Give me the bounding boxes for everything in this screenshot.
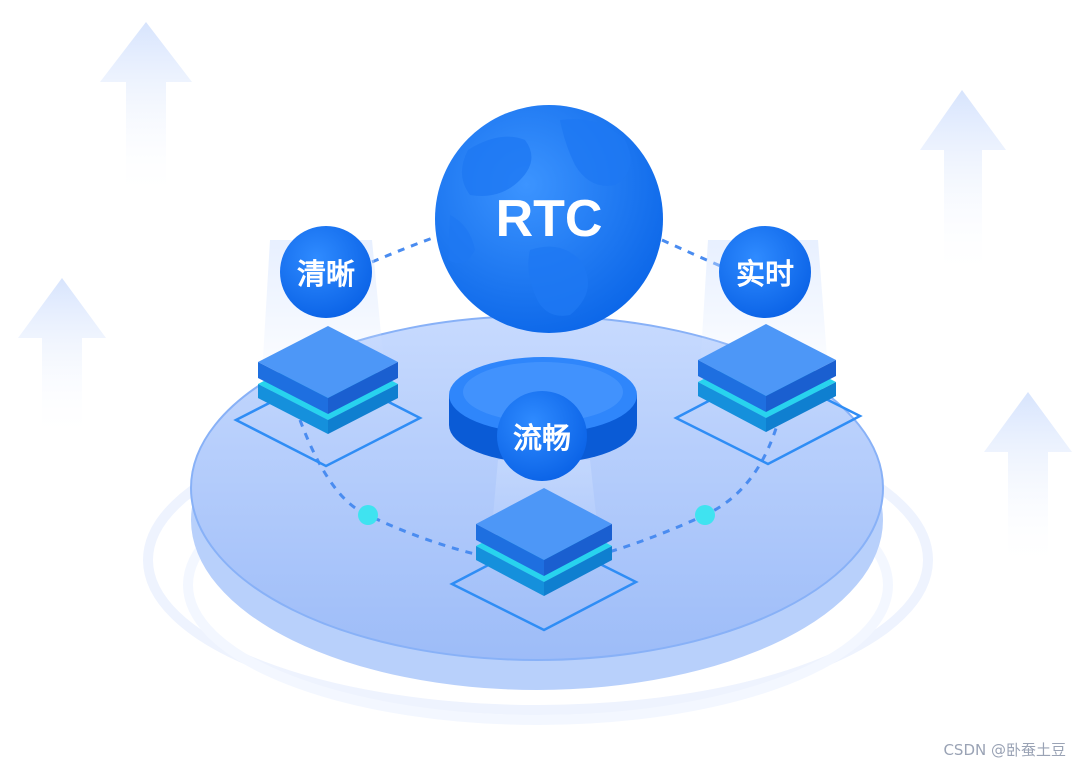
feature-bubble-right [719, 226, 811, 318]
up-arrow-icon [984, 392, 1072, 570]
feature-bubble-middle [497, 391, 587, 481]
connection-node [695, 505, 715, 525]
feature-bubble-left [280, 226, 372, 318]
up-arrow-icon [18, 278, 106, 440]
up-arrow-icon [100, 22, 192, 200]
rtc-label: RTC [496, 190, 603, 248]
connection-node [358, 505, 378, 525]
server-node-left [233, 326, 423, 468]
up-arrow-icon [920, 90, 1006, 280]
globe-icon [435, 105, 663, 333]
feature-label-smooth: 流畅 [513, 421, 571, 455]
server-node-right [673, 324, 863, 466]
watermark: CSDN @卧蚕土豆 [943, 741, 1066, 759]
server-node-bottom [449, 488, 639, 632]
feature-label-realtime: 实时 [736, 257, 794, 291]
feature-label-clarity: 清晰 [297, 257, 355, 291]
